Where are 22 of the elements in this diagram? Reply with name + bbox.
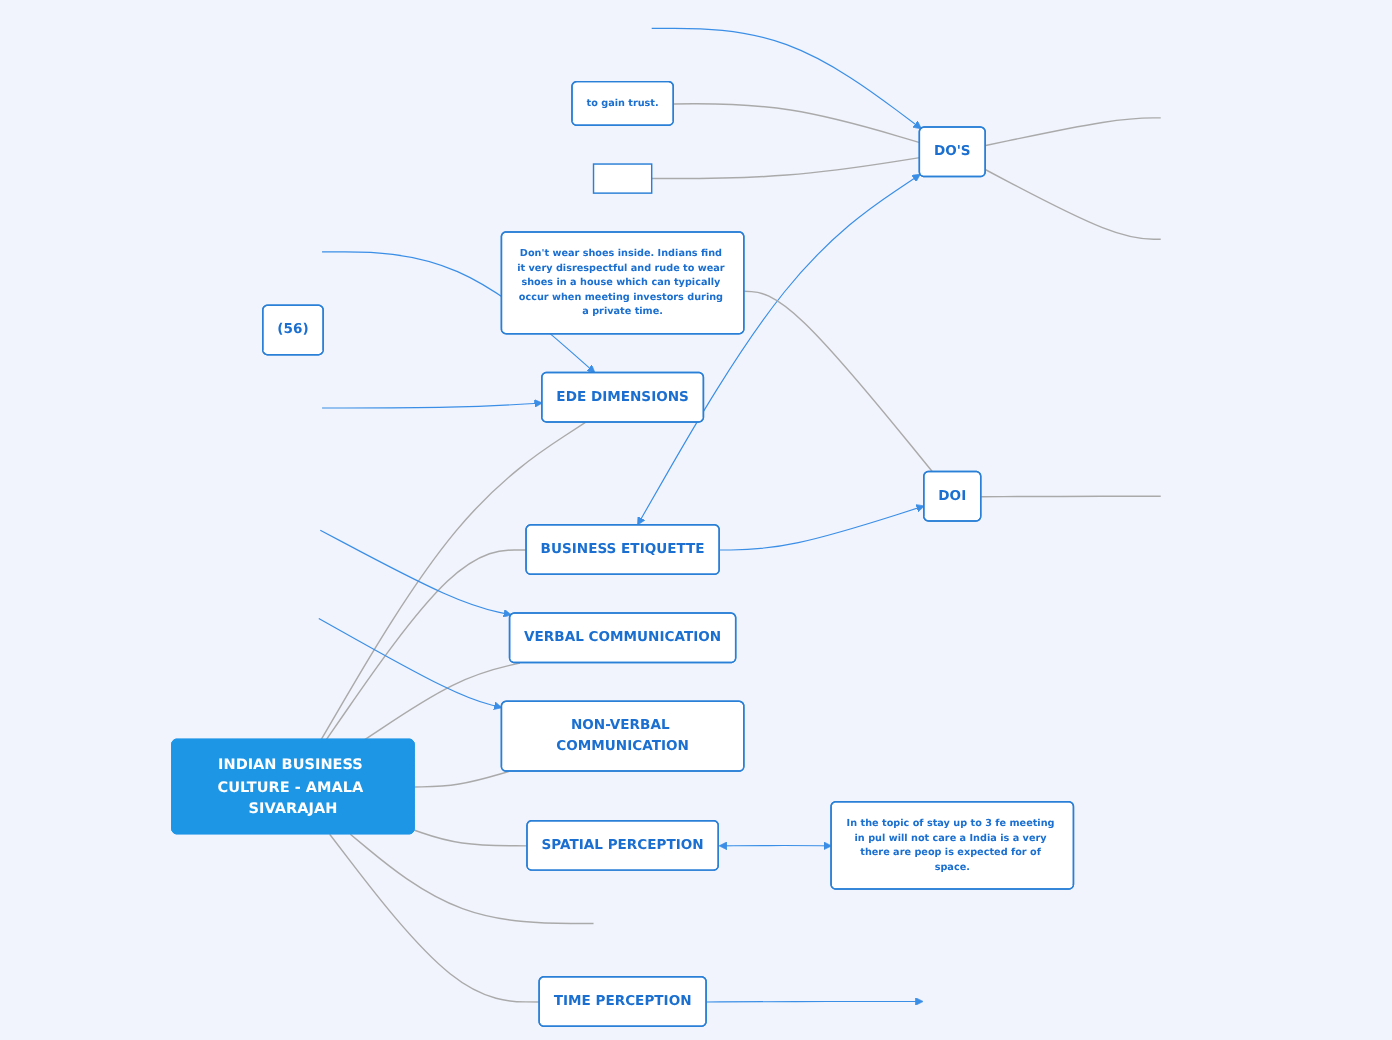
arrow bbox=[719, 504, 926, 551]
branch-line bbox=[651, 156, 922, 180]
branch-line bbox=[981, 495, 1163, 498]
branch-line bbox=[414, 829, 529, 847]
arrow bbox=[322, 399, 544, 409]
branch-line bbox=[321, 421, 587, 741]
branch-line bbox=[364, 662, 522, 741]
arrow bbox=[320, 529, 513, 618]
arrow bbox=[637, 173, 922, 526]
branch-line bbox=[414, 770, 511, 788]
branch-line bbox=[329, 833, 541, 1003]
branch-line bbox=[744, 290, 934, 473]
arrow bbox=[318, 617, 503, 710]
branch-line bbox=[350, 833, 595, 925]
topic-box bbox=[593, 163, 654, 194]
arrow bbox=[719, 841, 833, 851]
branch-line bbox=[985, 117, 1163, 147]
branch-line bbox=[985, 169, 1163, 240]
arrow bbox=[651, 27, 923, 130]
branch-line bbox=[673, 103, 922, 144]
branch-line bbox=[326, 549, 528, 741]
arrow bbox=[706, 997, 925, 1006]
